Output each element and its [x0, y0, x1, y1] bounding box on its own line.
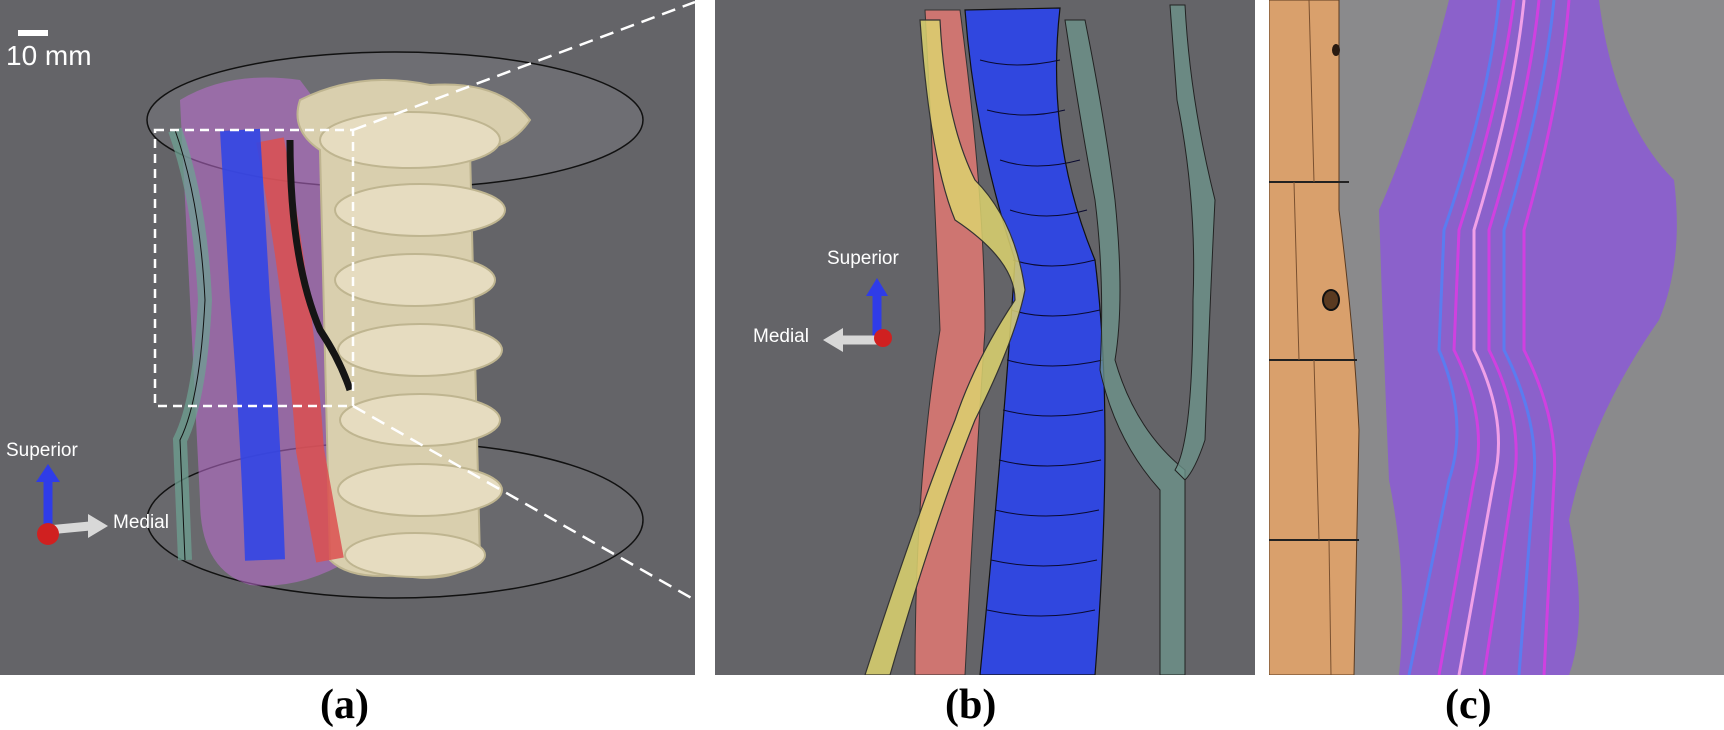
panel-a-render — [18, 0, 695, 602]
hole-marker — [1332, 44, 1340, 56]
hole-marker — [1322, 289, 1340, 311]
purple-band — [1379, 0, 1677, 675]
orientation-triad-icon — [36, 464, 108, 545]
panel-b-zoomed-view: Superior Medial — [715, 0, 1255, 675]
nerve-shape — [864, 19, 1026, 675]
nerve-shape — [286, 139, 354, 392]
vertebral-column — [296, 79, 532, 579]
tissue-separators — [1269, 181, 1359, 541]
panel-a-3d-neck-model: 10 mm Superior Medial — [0, 0, 695, 675]
panel-c-render — [1269, 0, 1677, 675]
caption-c: (c) — [1445, 682, 1492, 728]
medial-label: Medial — [113, 512, 169, 533]
artery-shape — [256, 137, 344, 563]
connector-line-top — [352, 0, 695, 132]
inset-box — [153, 128, 355, 408]
vein-shape — [220, 128, 285, 561]
superior-label: Superior — [6, 440, 78, 461]
vein-shape — [964, 7, 1106, 675]
cord-shape-2 — [1169, 4, 1216, 481]
superior-label: Superior — [827, 248, 899, 269]
panel-c-flattened-view — [1269, 0, 1724, 675]
caption-b: (b) — [945, 682, 997, 728]
scale-bar-label: 10 mm — [6, 40, 92, 71]
medial-label: Medial — [753, 326, 809, 347]
tissue-column — [1269, 0, 1360, 675]
caption-a: (a) — [320, 682, 369, 728]
panel-b-render — [823, 4, 1216, 675]
scale-bar — [18, 30, 48, 36]
cord-shape — [1064, 19, 1186, 675]
orientation-triad-icon — [823, 278, 892, 352]
